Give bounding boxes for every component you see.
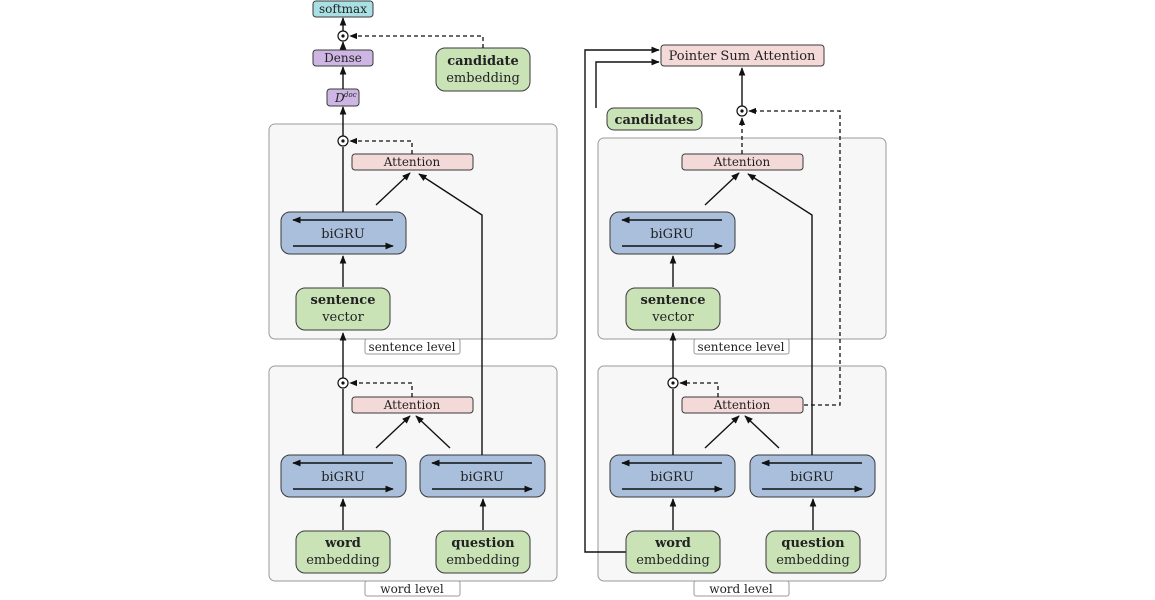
left-question-sub: embedding bbox=[446, 553, 520, 568]
left-softmax-box bbox=[312, 0, 374, 18]
right-question-embedding-box bbox=[765, 530, 861, 574]
right-word-tag: word level bbox=[709, 582, 773, 596]
right-question-bold: question bbox=[781, 536, 845, 551]
left-question-bold: question bbox=[451, 536, 515, 551]
left-candidate-bold: candidate bbox=[447, 54, 519, 69]
left-softmax-label: softmax bbox=[319, 2, 367, 16]
left-word-tag-box bbox=[364, 580, 461, 597]
left-question-embedding-box bbox=[435, 530, 531, 574]
right-sentence-sub: vector bbox=[651, 310, 694, 325]
left-sentence-tag-box bbox=[364, 338, 461, 355]
right-word-sub: embedding bbox=[636, 553, 710, 568]
left-word-tag: word level bbox=[380, 582, 444, 596]
left-sentence-tag: sentence level bbox=[369, 340, 456, 354]
right-sentence-attention-label: Attention bbox=[713, 155, 771, 169]
right-word-bold: word bbox=[654, 536, 691, 551]
right-pointer-sum-attention-box bbox=[660, 44, 825, 67]
left-word-bigru-label: biGRU bbox=[321, 470, 365, 485]
right-word-bigru-label: biGRU bbox=[650, 470, 694, 485]
right-pointer-label: Pointer Sum Attention bbox=[669, 49, 816, 64]
left-sentence-bold: sentence bbox=[311, 293, 376, 308]
left-sentence-sub: vector bbox=[321, 310, 364, 325]
right-sentence-tag: sentence level bbox=[698, 340, 785, 354]
right-word-attention-label: Attention bbox=[713, 398, 771, 412]
right-word-embedding-box bbox=[625, 530, 721, 574]
right-sentence-tag-box bbox=[693, 338, 790, 355]
left-word-sub: embedding bbox=[306, 553, 380, 568]
right-word-tag-box bbox=[693, 580, 790, 597]
left-ddoc-label: D bbox=[334, 91, 345, 105]
right-sentence-bigru-box bbox=[609, 211, 736, 255]
right-word-attention-box bbox=[681, 396, 804, 414]
left-model: sentence level word level softmax Dense … bbox=[268, 0, 558, 597]
left-dense-label: Dense bbox=[324, 51, 362, 65]
right-question-sub: embedding bbox=[776, 553, 850, 568]
right-candidates-box bbox=[606, 107, 703, 131]
left-sentence-bigru-label: biGRU bbox=[321, 227, 365, 242]
right-candidates-label: candidates bbox=[615, 113, 694, 128]
left-word-embedding-box bbox=[295, 530, 391, 574]
left-ddoc-sup: doc bbox=[344, 91, 357, 99]
left-sentence-vector-box bbox=[295, 287, 391, 331]
left-word-bold: word bbox=[324, 536, 361, 551]
left-question-bigru-label: biGRU bbox=[460, 470, 504, 485]
right-question-bigru-label: biGRU bbox=[790, 470, 834, 485]
left-word-attention-label: Attention bbox=[383, 398, 441, 412]
right-model: sentence level word level Pointer Sum At… bbox=[584, 44, 887, 597]
left-sentence-attention-label: Attention bbox=[383, 155, 441, 169]
left-candidate-sub: embedding bbox=[446, 71, 520, 86]
right-sentence-bold: sentence bbox=[641, 293, 706, 308]
right-sentence-bigru-label: biGRU bbox=[650, 227, 694, 242]
right-sentence-vector-box bbox=[625, 287, 721, 331]
